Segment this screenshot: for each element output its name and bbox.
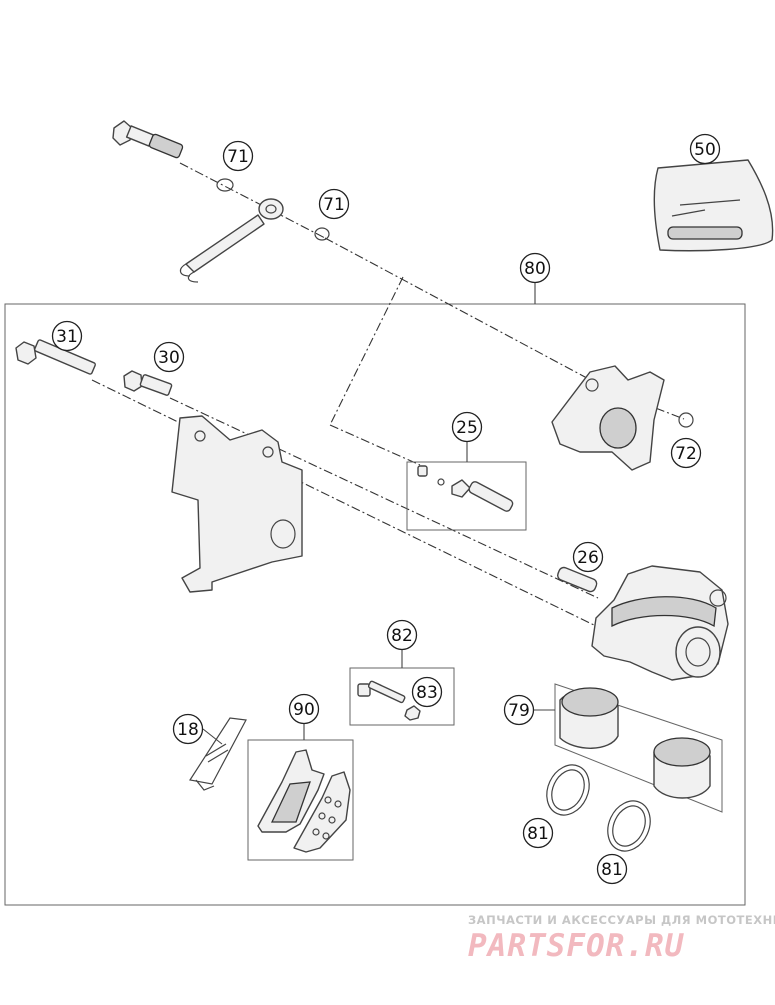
brake-pads-part [257, 749, 351, 853]
callout-25-label: 25 [456, 418, 478, 438]
watermark-tagline: ЗАПЧАСТИ И АКСЕССУАРЫ ДЛЯ МОТОТЕХНИКИ [468, 913, 775, 927]
bleeder-screw-part [417, 465, 514, 512]
callout-90-label: 90 [293, 700, 315, 720]
pin-26-part [557, 566, 598, 593]
repair-kit-part [653, 159, 774, 252]
pin-82-part [357, 680, 421, 721]
callout-72: 72 [670, 437, 702, 469]
callout-79: 79 [503, 694, 535, 726]
o-ring-72 [678, 412, 694, 428]
callout-80: 80 [519, 252, 551, 284]
caliper-assembly-frame [4, 303, 746, 906]
callout-83-label: 83 [416, 683, 438, 703]
callout-82: 82 [386, 619, 418, 651]
callout-81b: 81 [596, 853, 628, 885]
sealing-ring-71a [216, 178, 234, 192]
callout-81a: 81 [522, 817, 554, 849]
sealing-ring-71b [314, 227, 330, 241]
callout-18-leader [202, 728, 223, 745]
callout-18: 18 [172, 713, 204, 745]
callout-81b-label: 81 [601, 860, 623, 880]
watermark-logo: PARTSFOR.RU [468, 928, 685, 964]
banjo-bolt-part [112, 120, 184, 159]
callout-50-label: 50 [694, 140, 716, 160]
callout-71b: 71 [318, 188, 350, 220]
callout-26-label: 26 [577, 548, 599, 568]
callout-90: 90 [288, 693, 320, 725]
brake-hose-part [179, 198, 284, 283]
callout-83: 83 [411, 676, 443, 708]
callout-72-label: 72 [675, 444, 697, 464]
piston-kit-box [554, 683, 723, 813]
seal-rings-part [546, 764, 651, 852]
callout-79-label: 79 [508, 701, 530, 721]
callout-30: 30 [153, 341, 185, 373]
callout-82-label: 82 [391, 626, 413, 646]
bolt-31-part [15, 339, 96, 375]
upper-brake-caliper-part [551, 365, 665, 471]
main-brake-caliper-part [591, 565, 729, 681]
callout-71a: 71 [222, 140, 254, 172]
callout-81a-label: 81 [527, 824, 549, 844]
piston-part [559, 687, 711, 799]
callout-31: 31 [51, 320, 83, 352]
callout-80-label: 80 [524, 259, 546, 279]
caliper-bracket-part [171, 415, 303, 593]
callout-18-label: 18 [177, 720, 199, 740]
bolt-30-part [123, 370, 173, 396]
brake-pads-box [247, 739, 354, 861]
pad-spring-part [189, 717, 247, 791]
callout-71b-label: 71 [323, 195, 345, 215]
callout-71a-label: 71 [227, 147, 249, 167]
callout-25: 25 [451, 411, 483, 443]
callout-26: 26 [572, 541, 604, 573]
callout-30-label: 30 [158, 348, 180, 368]
callout-31-label: 31 [56, 327, 78, 347]
callout-50: 50 [689, 133, 721, 165]
